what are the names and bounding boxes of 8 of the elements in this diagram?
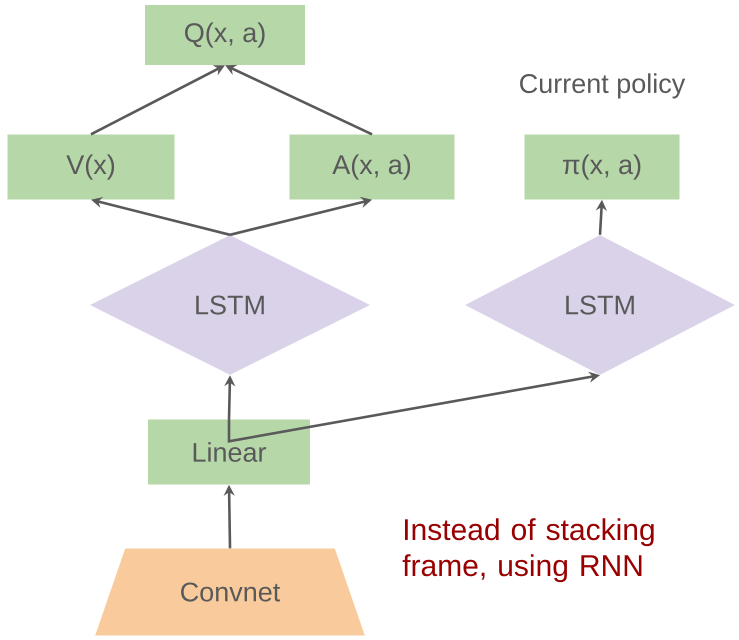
layer-box: Linear [148, 420, 310, 484]
layer-box: V(x) [8, 134, 174, 200]
layer-box: Q(x, a) [145, 5, 305, 65]
layer-box: π(x, a) [524, 134, 680, 200]
caption-text: Current policy [520, 73, 686, 98]
note-text: Instead of stacking frame, using RNN [402, 518, 654, 582]
layer-box: A(x, a) [290, 134, 454, 200]
convnet-trapezoid: Convnet [95, 548, 365, 636]
